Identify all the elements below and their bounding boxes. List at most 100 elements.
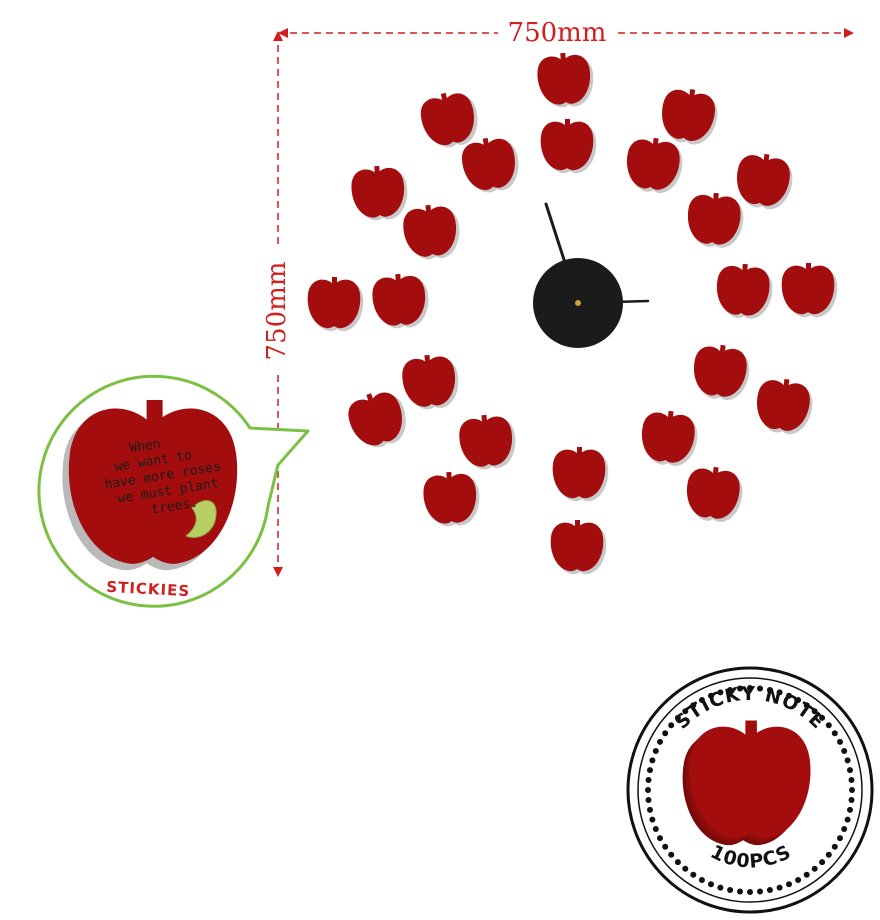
stamp-dot — [657, 835, 663, 842]
apple-sticker — [350, 165, 410, 222]
stamp-dot — [645, 787, 651, 793]
clock-hour-hand — [576, 301, 590, 334]
stamp-dot — [795, 697, 802, 703]
stamp-dot — [652, 748, 659, 754]
apple-sticker — [657, 87, 721, 148]
stamp-dot — [757, 685, 763, 692]
stamp-dot — [690, 871, 697, 878]
stamp-dot-border — [645, 685, 855, 895]
stamp-dot — [848, 777, 855, 783]
stamp-dot — [757, 888, 763, 895]
apple-stem — [425, 204, 432, 214]
clock — [533, 202, 650, 348]
note-line-5: trees. — [150, 495, 199, 517]
stamp-dot — [825, 722, 832, 729]
stamp-dot — [674, 714, 681, 721]
apple-sticker — [459, 136, 523, 196]
stamp-dot — [844, 757, 851, 764]
stamp-dot — [847, 767, 853, 774]
stamp-dot — [649, 816, 656, 823]
stamp-dot — [690, 702, 697, 709]
stamp-dot — [645, 777, 652, 783]
stamp-dot — [786, 692, 792, 699]
stamp-dot — [645, 797, 652, 803]
stamp-dot — [841, 748, 848, 754]
stamp-dot — [708, 692, 714, 699]
apple-stem — [395, 273, 401, 283]
stamp-dot — [811, 865, 818, 872]
stamp-dot — [647, 767, 653, 774]
stamp-dot — [674, 859, 681, 866]
stamp-dot — [662, 730, 669, 737]
width-label: 750mm — [508, 18, 607, 48]
stamp-dot — [649, 757, 656, 764]
height-arrow-top-icon — [273, 31, 283, 41]
stamp-dot — [825, 851, 832, 858]
apple-stem — [667, 410, 674, 420]
apple-sticker — [684, 466, 745, 525]
apple-sticker — [781, 263, 838, 318]
stamp-dot — [844, 816, 851, 823]
apple-sticker — [685, 192, 745, 250]
stamp-dot — [727, 887, 734, 893]
apple-stem — [446, 471, 452, 481]
apple-sticker — [307, 277, 364, 332]
stamp-outer-ring — [626, 666, 874, 914]
clock-center-pin — [575, 300, 581, 306]
stamp-dot — [682, 865, 689, 872]
stamp-dot — [647, 806, 653, 813]
stamp-dot — [727, 687, 734, 693]
apple-sticker — [691, 344, 752, 403]
stamp-dot — [766, 887, 773, 893]
apple-stem — [560, 52, 566, 62]
apple-sticker-icon — [307, 279, 361, 329]
apple-sticker — [422, 471, 482, 528]
stamp-dot — [668, 851, 675, 858]
apple-sticker-icon — [540, 121, 594, 171]
stamp-dot — [698, 697, 705, 703]
stamp-apple-icon — [682, 720, 811, 846]
stamp-dot — [841, 826, 848, 832]
apple-sticker — [733, 153, 795, 212]
stamp-dot — [776, 689, 783, 696]
stamp-dot — [737, 888, 743, 895]
stamp-dot — [662, 843, 669, 850]
width-dimension: 750mm — [278, 18, 854, 48]
stamp-dot — [747, 889, 753, 895]
height-label: 750mm — [262, 262, 292, 361]
stamp-dot — [837, 738, 843, 745]
stamp-dot — [682, 708, 689, 715]
apple-sticker-icon — [781, 265, 835, 315]
apple-stem — [742, 263, 748, 273]
apple-stem — [806, 263, 811, 271]
apple-sticker-icon — [550, 522, 604, 572]
stamp-dot — [819, 714, 826, 721]
sticky-note-stamp-icon: STICKY NOTE 100PCS — [626, 666, 874, 914]
stamp-dot — [717, 689, 724, 696]
clock-second-hand — [576, 299, 650, 305]
apple-sticker — [714, 263, 774, 321]
note-line-1: When — [128, 437, 161, 457]
apple-stem — [652, 137, 659, 147]
stamp-dot — [652, 826, 659, 832]
width-arrow-right-icon — [844, 28, 854, 38]
stamp-dot — [657, 738, 663, 745]
apple-stem — [719, 344, 726, 354]
apple-sticker — [457, 414, 519, 472]
stamp-dot — [766, 687, 773, 693]
stamp-dot — [717, 884, 724, 891]
apple-sticker — [400, 354, 462, 412]
stamp-dot — [776, 884, 783, 891]
stickies-label: STICKIES — [106, 578, 191, 600]
stamp-dot — [747, 685, 753, 691]
apple-stem — [577, 447, 582, 455]
apple-sticker — [550, 520, 607, 575]
stickies-callout: When we want to have more roses we must … — [37, 374, 310, 608]
stamp-dot — [708, 881, 714, 888]
apple-sticker — [753, 378, 815, 437]
stamp-dot — [819, 859, 826, 866]
apple-sticker — [401, 204, 463, 262]
apple-sticker — [624, 137, 685, 196]
apple-sticker — [536, 52, 596, 109]
